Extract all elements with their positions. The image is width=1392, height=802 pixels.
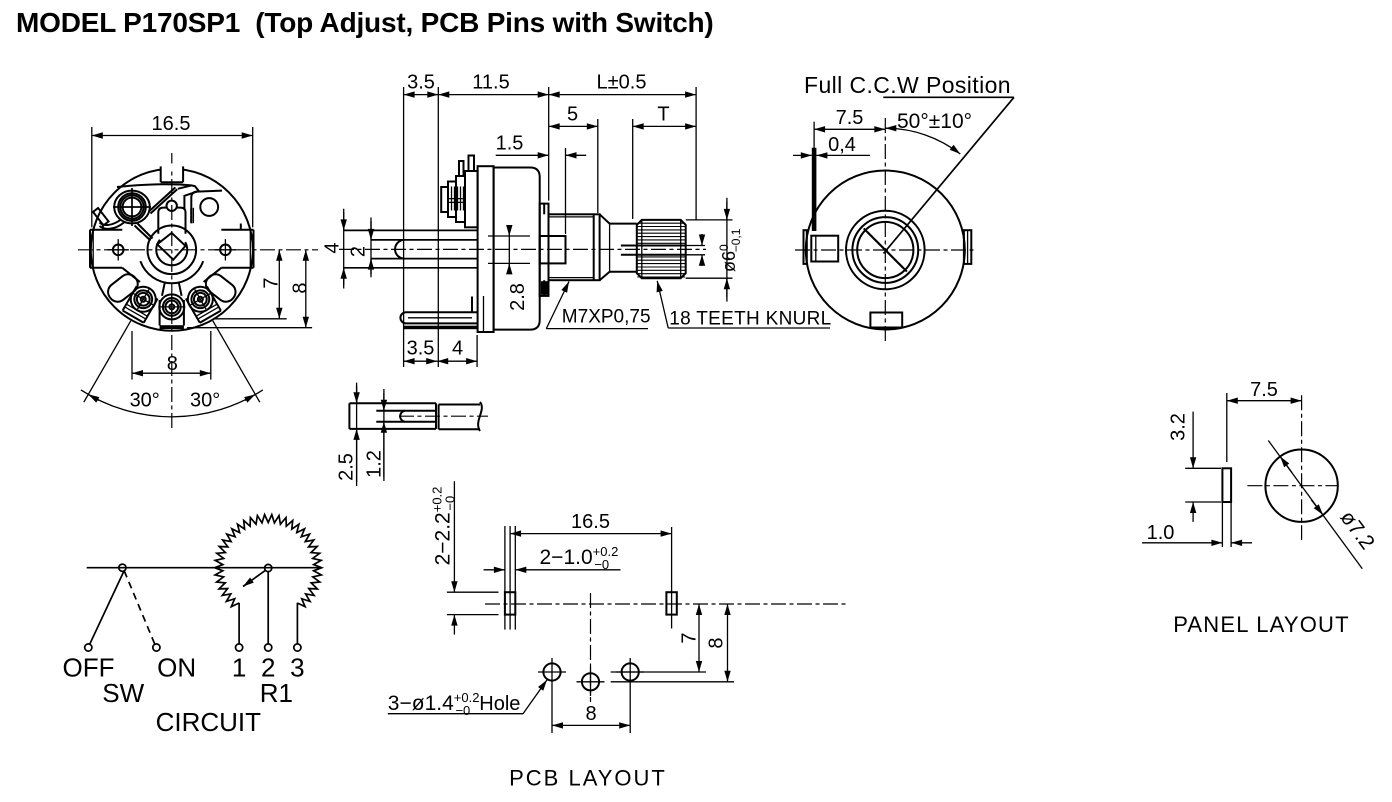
svg-text:1.0: 1.0	[1147, 522, 1175, 544]
svg-text:1.2: 1.2	[364, 450, 386, 478]
svg-text:2: 2	[348, 246, 370, 257]
svg-text:OFF: OFF	[63, 653, 115, 683]
svg-text:30°: 30°	[190, 390, 220, 412]
svg-text:2: 2	[261, 653, 275, 683]
svg-text:8: 8	[706, 637, 728, 648]
svg-text:ON: ON	[157, 653, 196, 683]
svg-text:7.5: 7.5	[1250, 379, 1278, 401]
svg-text:2−2.2+0.2−0: 2−2.2+0.2−0	[430, 487, 458, 566]
svg-text:0,4: 0,4	[828, 134, 856, 156]
svg-text:11.5: 11.5	[472, 72, 509, 94]
svg-text:50°±10°: 50°±10°	[897, 110, 972, 133]
svg-text:M7XP0,75: M7XP0,75	[562, 307, 651, 328]
svg-text:PANEL LAYOUT: PANEL LAYOUT	[1173, 612, 1350, 637]
svg-text:4: 4	[452, 338, 463, 360]
svg-text:1: 1	[232, 653, 246, 683]
svg-text:L±0.5: L±0.5	[597, 72, 647, 94]
svg-text:8: 8	[585, 703, 596, 725]
svg-text:7: 7	[261, 277, 283, 288]
svg-text:ø60−0,1: ø60−0,1	[717, 228, 743, 272]
svg-text:8: 8	[290, 282, 312, 293]
svg-text:2−1.0+0.2−0: 2−1.0+0.2−0	[540, 544, 619, 572]
svg-text:Full C.C.W Position: Full C.C.W Position	[804, 72, 1011, 98]
svg-text:5: 5	[567, 104, 578, 126]
svg-text:3.2: 3.2	[1168, 413, 1190, 441]
svg-text:3.5: 3.5	[407, 72, 435, 94]
svg-text:16.5: 16.5	[152, 113, 191, 135]
svg-text:16.5: 16.5	[571, 511, 610, 533]
svg-text:R1: R1	[260, 678, 293, 708]
svg-text:2.5: 2.5	[336, 453, 358, 481]
svg-text:ø7.2: ø7.2	[1336, 506, 1379, 553]
svg-text:2.8: 2.8	[507, 283, 529, 311]
svg-text:1.5: 1.5	[496, 133, 524, 155]
svg-text:T: T	[657, 104, 669, 126]
svg-text:4: 4	[322, 242, 344, 253]
svg-text:8: 8	[167, 353, 178, 375]
svg-text:3.5: 3.5	[407, 338, 435, 360]
svg-text:18 TEETH KNURL: 18 TEETH KNURL	[669, 309, 831, 330]
svg-text:SW: SW	[102, 678, 144, 708]
svg-text:7: 7	[679, 632, 701, 643]
svg-text:3: 3	[290, 653, 304, 683]
svg-text:7.5: 7.5	[836, 107, 864, 129]
svg-text:PCB LAYOUT: PCB LAYOUT	[509, 766, 667, 791]
svg-text:30°: 30°	[130, 390, 160, 412]
svg-text:CIRCUIT: CIRCUIT	[156, 707, 262, 737]
svg-text:MODEL P170SP1 (Top Adjust, PC: MODEL P170SP1 (Top Adjust, PCB Pins with…	[16, 7, 714, 38]
